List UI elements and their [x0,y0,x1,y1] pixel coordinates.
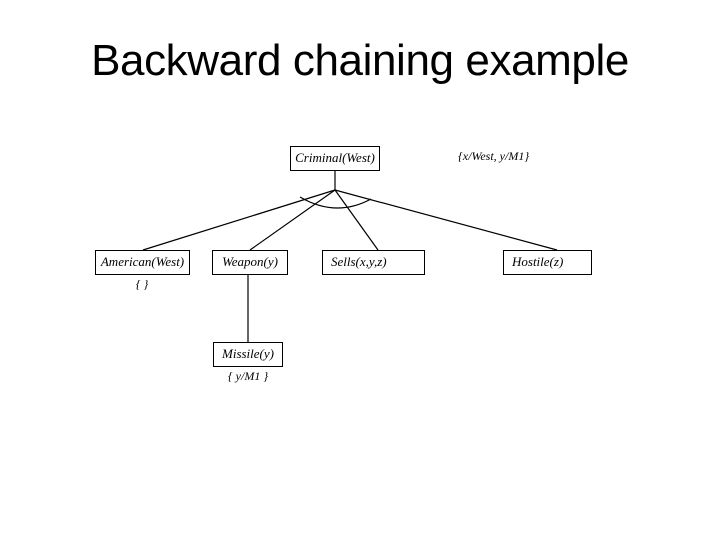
substitution-root: {x/West, y/M1} [458,149,530,163]
page-title: Backward chaining example [91,36,629,85]
edge-junction-to-american [142,189,336,251]
substitution-american-west: { } [135,277,149,291]
node-hostile-z[interactable]: Hostile(z) [503,250,592,275]
node-weapon-y[interactable]: Weapon(y) [212,250,288,275]
node-criminal-west[interactable]: Criminal(West) [290,146,380,171]
and-conjunction-arc [299,196,372,209]
edge-junction-to-sells [334,189,379,251]
node-sells-xyz[interactable]: Sells(x,y,z) [322,250,425,275]
node-missile-y[interactable]: Missile(y) [213,342,283,367]
substitution-missile-y: { y/M1 } [227,369,269,383]
edge-junction-to-hostile [334,189,558,251]
edge-junction-to-weapon [249,189,336,251]
node-american-west[interactable]: American(West) [95,250,190,275]
